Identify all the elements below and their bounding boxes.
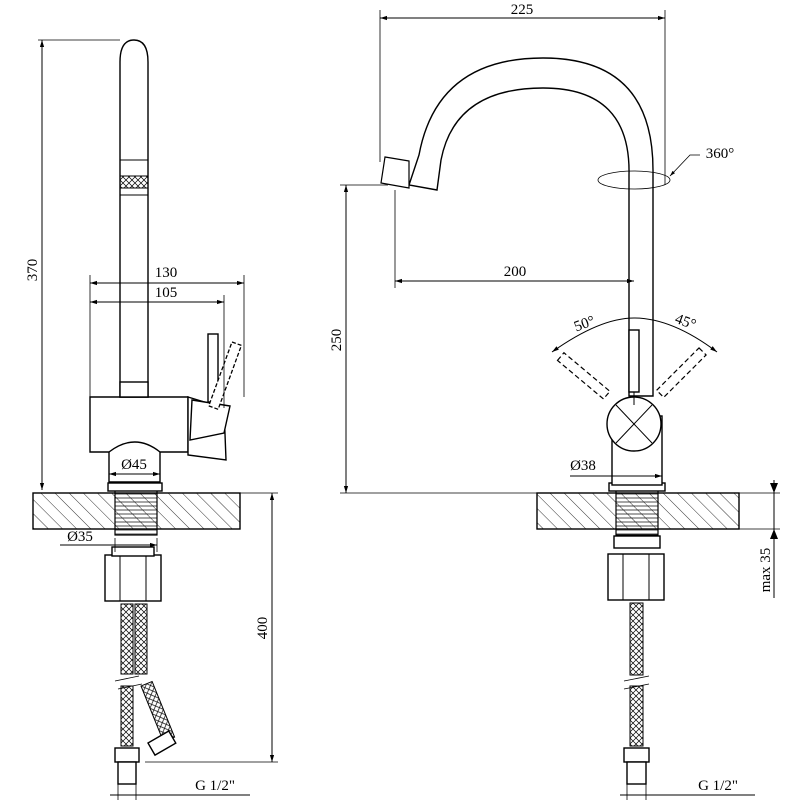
side-shank bbox=[114, 489, 158, 536]
front-hose bbox=[629, 602, 644, 676]
dim-front-spout-reach: 200 bbox=[504, 264, 527, 280]
dim-front-width: 225 bbox=[511, 2, 534, 18]
side-body bbox=[89, 396, 189, 453]
side-view: 370 130 105 Ø45 Ø35 400 G 1/2" bbox=[25, 39, 278, 800]
dim-front-lever-left: 50° bbox=[572, 313, 597, 335]
dim-front-body-diameter: Ø38 bbox=[570, 458, 596, 474]
dim-front-max-counter: max 35 bbox=[758, 548, 774, 593]
side-fitting bbox=[114, 747, 140, 763]
front-rotation-ellipse bbox=[597, 170, 671, 190]
front-shank bbox=[615, 489, 659, 536]
dim-side-hose-length: 400 bbox=[255, 617, 271, 640]
side-spout bbox=[119, 39, 149, 398]
dim-front-hose-thread: G 1/2" bbox=[698, 778, 738, 794]
side-aerator bbox=[119, 175, 149, 189]
side-hose-left bbox=[120, 603, 134, 675]
front-nut bbox=[607, 553, 665, 601]
dim-side-height: 370 bbox=[25, 259, 41, 282]
dim-side-thread-diameter: Ø35 bbox=[67, 529, 93, 545]
dim-side-reach-130: 130 bbox=[155, 265, 178, 281]
side-nut bbox=[104, 554, 162, 602]
front-view: 225 360° 200 250 50° 45° Ø38 max 35 G 1/… bbox=[329, 2, 780, 800]
dim-front-rotation: 360° bbox=[706, 146, 735, 162]
dim-side-base-diameter: Ø45 bbox=[121, 457, 147, 473]
front-fitting bbox=[623, 747, 650, 763]
dim-side-reach-105: 105 bbox=[155, 285, 178, 301]
dim-side-hose-thread: G 1/2" bbox=[195, 778, 235, 794]
front-lever bbox=[628, 329, 640, 393]
dim-front-lever-right: 45° bbox=[673, 311, 698, 333]
front-angle-arc bbox=[551, 317, 718, 353]
front-spout bbox=[408, 57, 654, 397]
dim-front-spout-height: 250 bbox=[329, 329, 345, 352]
